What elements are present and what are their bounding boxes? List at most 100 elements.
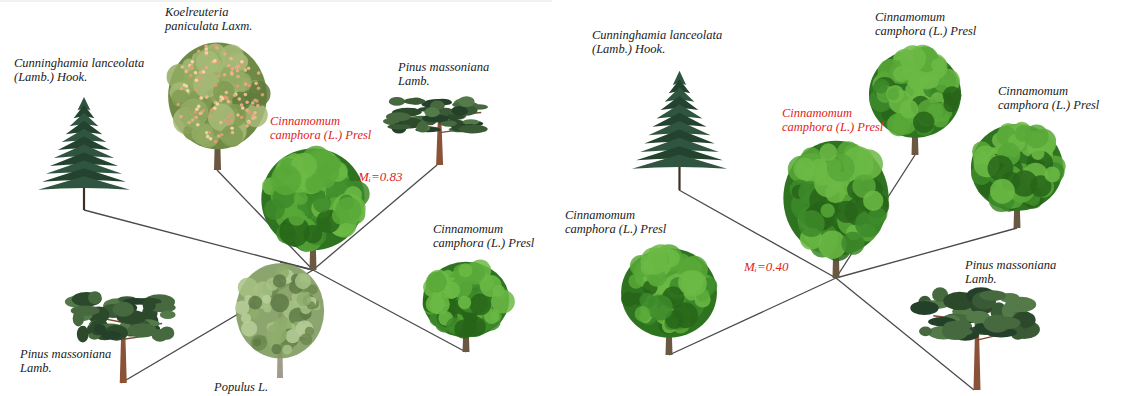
tree-picture bbox=[235, 263, 324, 378]
species-label: Cinnamomum camphora (L.) Presl bbox=[270, 114, 382, 142]
blossom bbox=[184, 70, 188, 74]
tree-picture bbox=[783, 141, 889, 278]
blossom bbox=[224, 95, 228, 99]
leaf-clump bbox=[232, 54, 249, 71]
needle-clump bbox=[88, 291, 102, 304]
leaf-clump bbox=[458, 263, 472, 277]
needle-clump bbox=[919, 327, 932, 337]
leaf-clump bbox=[492, 285, 504, 297]
species-label: Cunninghamia lanceolata (Lamb.) Hook. bbox=[14, 56, 146, 84]
species-label: Cunninghamia lanceolata (Lamb.) Hook. bbox=[592, 28, 724, 56]
modularity-value: Mᵢ=0.83 bbox=[358, 170, 402, 185]
needle-clump bbox=[143, 298, 156, 312]
tree-illustration bbox=[165, 40, 270, 170]
blossom bbox=[247, 84, 251, 88]
blossom bbox=[240, 115, 244, 119]
leaf-clump bbox=[875, 81, 887, 93]
leaf-clump bbox=[232, 72, 252, 92]
tree-picture bbox=[632, 71, 727, 190]
leaf-clump bbox=[1044, 167, 1060, 183]
blossom bbox=[236, 69, 240, 73]
needle-clump bbox=[160, 311, 176, 319]
tree-illustration bbox=[968, 122, 1066, 228]
species-label: Cinnamomum camphora (L.) Presl bbox=[875, 10, 991, 38]
needle-clump bbox=[387, 124, 411, 130]
species-node: Populus L. bbox=[214, 262, 328, 394]
leaf-clump bbox=[262, 295, 271, 304]
leaf-clump bbox=[295, 273, 311, 289]
species-node: Pinus massoniana Lamb. bbox=[912, 258, 1057, 390]
leaf-clump bbox=[208, 59, 223, 74]
tree-picture bbox=[869, 45, 962, 155]
blossom bbox=[248, 110, 252, 114]
blossom bbox=[200, 96, 204, 100]
blossom bbox=[195, 78, 199, 82]
blossom bbox=[236, 84, 240, 88]
tree-illustration bbox=[632, 72, 727, 190]
tree-illustration bbox=[65, 290, 177, 383]
species-label: Cinnamomum camphora (L.) Presl bbox=[782, 106, 894, 134]
blossom bbox=[202, 70, 206, 74]
leaf-clump bbox=[282, 345, 292, 355]
blossom bbox=[251, 101, 255, 105]
leaf-clump bbox=[990, 179, 1015, 204]
species-label: Cinnamomum camphora (L.) Presl bbox=[998, 84, 1114, 112]
leaf-clump bbox=[263, 304, 271, 312]
blossom bbox=[214, 83, 218, 87]
blossom bbox=[195, 107, 199, 111]
blossom bbox=[219, 121, 223, 125]
blossom bbox=[230, 72, 234, 76]
blossom bbox=[197, 50, 201, 54]
leaf-clump bbox=[821, 203, 835, 217]
species-label: Cinnamomum camphora (L.) Presl bbox=[433, 222, 555, 250]
needle-clump bbox=[979, 290, 1006, 301]
blossom bbox=[180, 87, 184, 91]
crown bbox=[236, 263, 324, 358]
crown bbox=[621, 248, 717, 337]
blossom bbox=[189, 65, 193, 69]
blossom bbox=[217, 74, 221, 78]
blossom bbox=[223, 119, 227, 123]
blossom bbox=[191, 118, 195, 122]
blossom bbox=[231, 67, 235, 71]
needle-layer bbox=[632, 154, 727, 168]
blossom bbox=[216, 102, 220, 106]
blossom bbox=[230, 126, 234, 130]
blossom bbox=[207, 131, 211, 135]
leaf-clump bbox=[273, 274, 287, 288]
species-label: Koelreuteria paniculata Laxm. bbox=[165, 5, 265, 33]
needle-clump bbox=[152, 329, 169, 342]
needle-clump bbox=[945, 328, 972, 336]
leaf-clump bbox=[931, 58, 945, 72]
blossom bbox=[209, 137, 213, 141]
tree-illustration bbox=[385, 96, 490, 165]
leaf-clump bbox=[798, 210, 825, 237]
tree-picture bbox=[261, 146, 369, 270]
blossom bbox=[176, 103, 180, 107]
leaf-clump bbox=[288, 209, 305, 226]
species-node: Koelreuteria paniculata Laxm. bbox=[165, 5, 270, 170]
blossom bbox=[261, 93, 265, 97]
needle-clump bbox=[459, 125, 488, 134]
blossom bbox=[225, 91, 229, 95]
blossom bbox=[215, 46, 219, 50]
blossom bbox=[238, 97, 242, 101]
tree-picture bbox=[423, 260, 515, 352]
tree-picture bbox=[971, 122, 1066, 228]
leaf-clump bbox=[266, 324, 287, 345]
leaf-clump bbox=[628, 274, 643, 289]
leaf-clump bbox=[887, 88, 899, 100]
network-link bbox=[313, 270, 466, 352]
blossom bbox=[227, 100, 231, 104]
blossom bbox=[183, 83, 187, 87]
leaf-clump bbox=[943, 97, 958, 112]
leaf-clump bbox=[820, 143, 838, 161]
blossom bbox=[236, 64, 240, 68]
species-node: Cinnamomum camphora (L.) Presl bbox=[420, 222, 555, 352]
leaf-clump bbox=[893, 66, 909, 82]
blossom bbox=[199, 71, 203, 75]
blossom bbox=[247, 66, 251, 70]
leaf-clump bbox=[454, 320, 473, 339]
leaf-clump bbox=[863, 190, 883, 210]
blossom bbox=[241, 60, 245, 64]
